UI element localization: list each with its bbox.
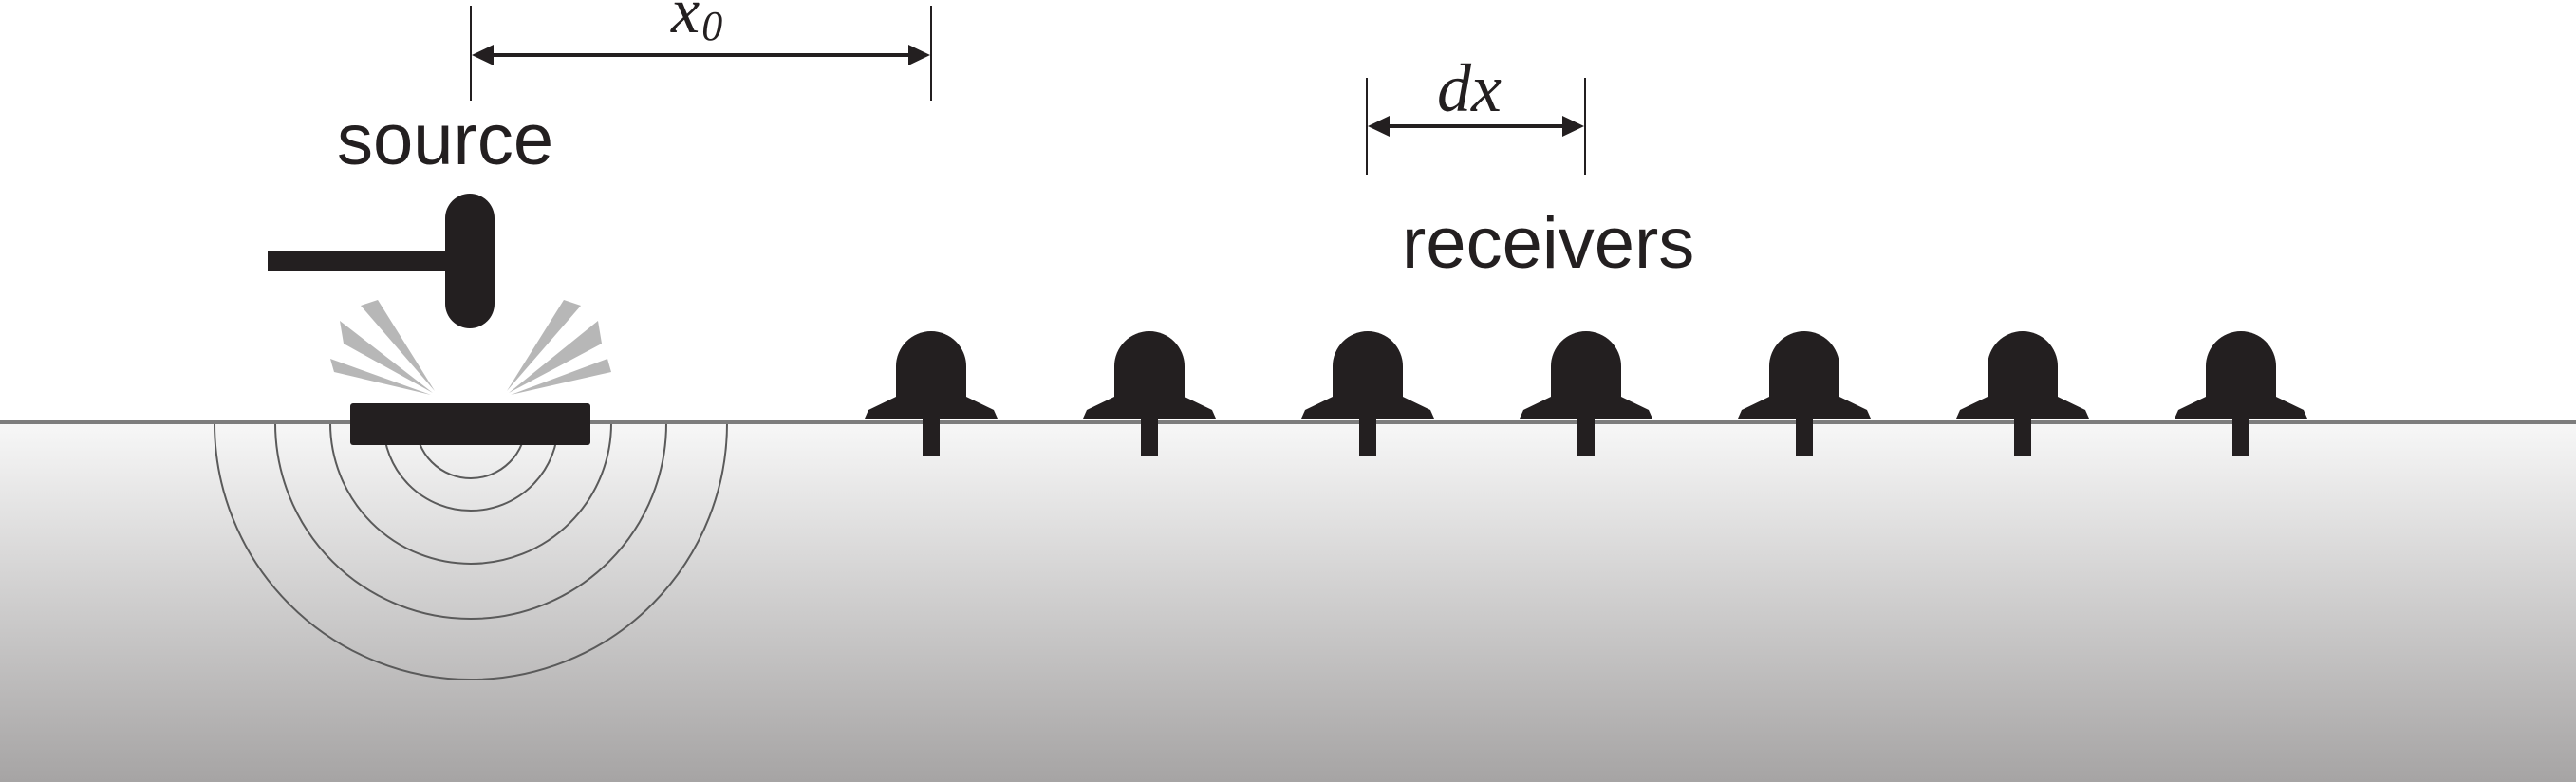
receiver-spike	[2232, 416, 2249, 456]
offset-subscript: 0	[701, 3, 722, 49]
offset-label: x0	[670, 0, 722, 49]
receiver-body	[2206, 331, 2276, 400]
receiver-base	[865, 397, 998, 419]
receiver-spike	[1796, 416, 1813, 456]
receiver-body	[1769, 331, 1839, 400]
receivers-label: receivers	[1402, 203, 1694, 284]
ground	[0, 423, 2576, 782]
source-hammer	[268, 194, 495, 328]
spacing-dimension	[1366, 78, 1586, 175]
hammer-handle	[268, 251, 450, 271]
receiver-body	[1114, 331, 1185, 400]
receiver-base	[1301, 397, 1434, 419]
source-plate	[350, 403, 590, 445]
impact-ray	[330, 359, 431, 395]
spacing-label: dx	[1437, 50, 1502, 126]
receiver-base	[2175, 397, 2307, 419]
receiver-geophone	[1956, 331, 2089, 456]
impact-ray	[511, 359, 611, 395]
offset-arrowhead-left	[472, 45, 494, 65]
wavefront-ring	[274, 423, 667, 620]
wavefront-ring	[214, 423, 728, 680]
receiver-base	[1738, 397, 1871, 419]
receiver-body	[1551, 331, 1621, 400]
wavefront-ring	[329, 423, 612, 565]
spacing-arrowhead-right	[1562, 116, 1584, 137]
receiver-body	[896, 331, 966, 400]
receiver-geophone	[1520, 331, 1652, 456]
receiver-geophone	[865, 331, 998, 456]
receivers	[865, 331, 2307, 456]
impact-ray	[509, 321, 602, 393]
hammer-head	[445, 194, 495, 328]
receiver-spike	[923, 416, 940, 456]
offset-symbol: x	[670, 0, 700, 47]
receiver-spike	[2014, 416, 2031, 456]
source-label: source	[337, 100, 553, 180]
wavefronts	[214, 423, 728, 680]
receiver-spike	[1141, 416, 1158, 456]
impact-rays	[330, 300, 611, 395]
receiver-base	[1520, 397, 1652, 419]
receiver-spike	[1577, 416, 1595, 456]
impact-ray	[507, 300, 581, 391]
receiver-body	[1988, 331, 2058, 400]
receiver-base	[1956, 397, 2089, 419]
offset-arrowhead-right	[908, 45, 930, 65]
receiver-geophone	[2175, 331, 2307, 456]
impact-ray	[361, 300, 435, 391]
receiver-base	[1083, 397, 1216, 419]
receiver-geophone	[1083, 331, 1216, 456]
receiver-geophone	[1738, 331, 1871, 456]
impact-ray	[340, 321, 433, 393]
spacing-arrowhead-left	[1368, 116, 1390, 137]
offset-dimension	[470, 6, 932, 101]
wavefront-ring	[383, 423, 559, 512]
receiver-body	[1333, 331, 1403, 400]
wavefront-ring	[415, 423, 527, 479]
receiver-spike	[1359, 416, 1376, 456]
receiver-geophone	[1301, 331, 1434, 456]
